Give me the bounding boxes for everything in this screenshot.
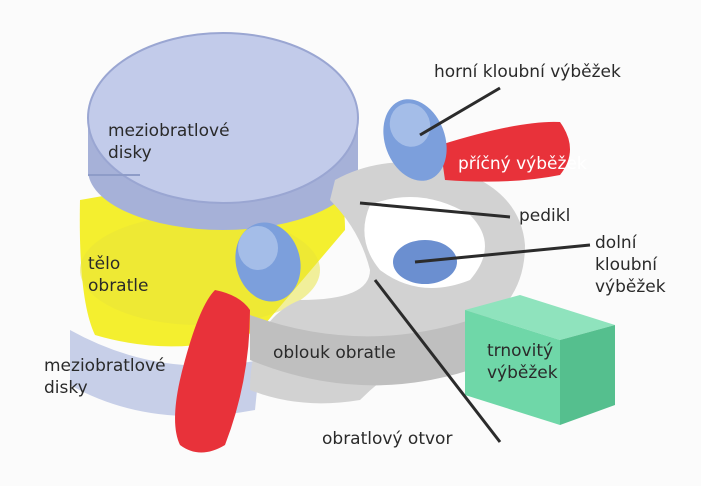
label-telo-obratle: tělo obratle bbox=[88, 253, 148, 297]
label-line: tělo bbox=[88, 253, 148, 275]
label-line: meziobratlové bbox=[108, 120, 230, 142]
label-oblouk-obratle: oblouk obratle bbox=[273, 342, 396, 364]
top-disc-top bbox=[88, 33, 358, 203]
label-line: obratle bbox=[88, 275, 148, 297]
label-obratlovy-otvor: obratlový otvor bbox=[322, 428, 452, 450]
label-line: dolní bbox=[595, 232, 666, 254]
label-trnovity-vybezek: trnovitý výběžek bbox=[487, 340, 558, 384]
label-meziobratlove-disky-bottom: meziobratlové disky bbox=[44, 355, 166, 399]
label-line: výběžek bbox=[487, 362, 558, 384]
label-meziobratlove-disky-top: meziobratlové disky bbox=[108, 120, 230, 164]
label-dolni-kloubni-vybezek: dolní kloubní výběžek bbox=[595, 232, 666, 298]
label-line: meziobratlové bbox=[44, 355, 166, 377]
label-line: disky bbox=[108, 142, 230, 164]
label-line: trnovitý bbox=[487, 340, 558, 362]
label-horni-kloubni-vybezek: horní kloubní výběžek bbox=[434, 61, 621, 83]
label-line: kloubní bbox=[595, 254, 666, 276]
label-pricny-vybezek: příčný výběžek bbox=[458, 153, 587, 175]
left-articular-face bbox=[238, 226, 278, 270]
label-line: disky bbox=[44, 377, 166, 399]
label-pedikl: pedikl bbox=[519, 205, 570, 227]
label-line: výběžek bbox=[595, 276, 666, 298]
